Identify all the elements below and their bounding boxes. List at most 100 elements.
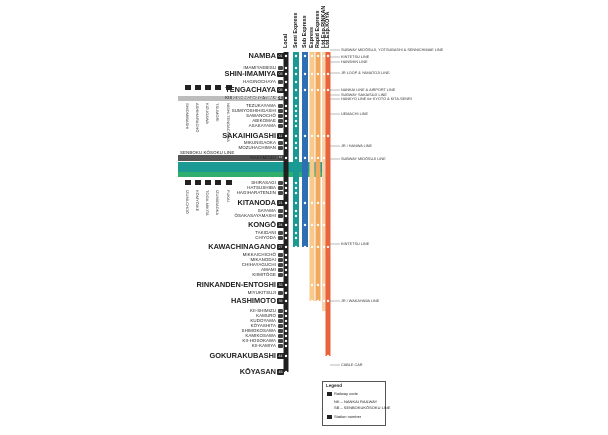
stop-dot-0-41 — [284, 354, 288, 358]
station-number-box — [278, 119, 283, 123]
station-number-box: 45 — [277, 369, 284, 375]
station-name: KISHINOSATO-TAMADE — [225, 95, 276, 100]
connection-label: KINTETSU LINE — [341, 241, 370, 246]
service-line-4 — [315, 52, 321, 301]
station-name: NAMBA — [248, 51, 276, 60]
stop-dot-0-2 — [284, 72, 288, 76]
station-number-box — [278, 146, 283, 150]
stop-dot-1-24 — [294, 245, 298, 249]
connection-label: SUBWAY SAKAISUJI LINE — [341, 92, 387, 97]
station-number-box: 35 — [277, 298, 284, 304]
stop-dot-0-1 — [284, 66, 288, 70]
stop-dot-2-11 — [303, 134, 307, 138]
stop-dot-3-11 — [310, 134, 314, 138]
branch-lower-number-0 — [185, 180, 191, 185]
station-name: MIKANODAI — [250, 257, 276, 262]
stop-dot-0-34 — [284, 314, 288, 318]
stop-dot-5-11 — [322, 134, 326, 138]
station-name: ABIKOMAE — [252, 118, 276, 123]
station-name: HATSUSHIBA — [247, 185, 276, 190]
stop-dot-4-14 — [316, 156, 320, 160]
legend-station-number: Station number — [327, 414, 361, 419]
stop-dot-0-0 — [284, 54, 288, 58]
branch-upper-station: ASHIHARACHŌ — [195, 103, 200, 133]
station-number-box — [278, 236, 283, 240]
stop-dot-0-19 — [284, 209, 288, 213]
stop-dot-1-21 — [294, 223, 298, 227]
stop-dot-4-18 — [316, 201, 320, 205]
branch-lower-station: TOGA-MIKITA — [205, 190, 210, 216]
station-number-box — [278, 191, 283, 195]
station-name: TAKIDANI — [255, 230, 276, 235]
station-number-box — [278, 104, 283, 108]
station-number-box — [278, 319, 283, 323]
stop-dot-1-13 — [294, 146, 298, 150]
station-number-box — [278, 263, 283, 267]
branch-upper-number-0 — [185, 85, 191, 90]
station-number-box — [278, 309, 283, 313]
station-number-box — [278, 231, 283, 235]
stop-dot-0-6 — [284, 104, 288, 108]
station-number-box — [278, 334, 283, 338]
station-name: KII-HOSOKAWA — [242, 338, 276, 343]
station-number-box: 33 — [277, 282, 284, 288]
stop-dot-0-26 — [284, 258, 288, 262]
station-name: GOKURAKUBASHI — [209, 351, 276, 360]
station-name: SAWANOCHŌ — [246, 113, 276, 118]
senboku-band-teal — [178, 162, 328, 172]
station-number-box — [278, 114, 283, 118]
connection-label: CABLE CAR — [341, 362, 363, 367]
station-name: KAMIKOSAWA — [245, 333, 276, 338]
legend-title: Legend — [326, 383, 343, 388]
legend-senboku: SB – SENBOKUKŌSOKU LINE — [334, 405, 391, 410]
service-line-5 — [322, 52, 326, 311]
stop-dot-5-18 — [322, 201, 326, 205]
station-number-box — [278, 324, 283, 328]
railway-code-icon — [327, 391, 332, 396]
stop-dot-1-10 — [294, 124, 298, 128]
branch-upper-station: SHIOMIBASHI — [185, 103, 190, 130]
branch-lower-station: IZUMI-CHŪŌ — [185, 190, 190, 214]
stop-dot-2-24 — [303, 245, 307, 249]
stop-dot-0-16 — [284, 186, 288, 190]
station-number-box — [278, 314, 283, 318]
station-number-icon — [327, 414, 332, 419]
branch-upper-number-2 — [205, 85, 211, 90]
service-label: Ltd.Exp.KŌYA — [325, 11, 331, 48]
station-name: KIIMITŌGE — [252, 272, 276, 277]
stop-dot-0-36 — [284, 324, 288, 328]
station-number-box: 05 — [277, 87, 284, 93]
station-number-box — [278, 66, 283, 70]
station-name: NAKAMOZU — [250, 155, 276, 160]
station-name: KII-SHIMIZU — [250, 308, 276, 313]
station-number-box: 44 — [277, 353, 284, 359]
stop-dot-4-4 — [316, 88, 320, 92]
station-name: MOZUHACHIMAN — [238, 145, 276, 150]
stop-dot-1-17 — [294, 191, 298, 195]
branch-upper-station: TSUMORI — [215, 103, 220, 122]
branch-lower-number-2 — [205, 180, 211, 185]
stop-dot-0-40 — [284, 344, 288, 348]
station-name: IMAMIYAEBISU — [243, 65, 276, 70]
stop-dot-0-23 — [284, 236, 288, 240]
stop-dot-1-23 — [294, 236, 298, 240]
station-name: KŌYASAN — [239, 367, 276, 376]
stop-dot-1-2 — [294, 72, 298, 76]
stop-dot-5-4 — [322, 88, 326, 92]
stop-dot-0-10 — [284, 124, 288, 128]
stop-dot-4-2 — [316, 72, 320, 76]
branch-lower-station: KŌMYŌIKE — [195, 190, 200, 212]
stop-dot-1-7 — [294, 109, 298, 113]
station-name: ŌSAKASAYAMASHI — [234, 213, 276, 218]
service-line-3 — [309, 52, 315, 301]
station-name: ASAKAYAMA — [248, 123, 276, 128]
station-name: KITANODA — [237, 198, 276, 207]
stop-dot-1-5 — [294, 96, 298, 100]
branch-upper-station: KIZUGAWA — [205, 103, 210, 125]
connection-label: UEMACHI LINE — [341, 111, 369, 116]
stop-dot-0-31 — [284, 291, 288, 295]
stop-dot-0-35 — [284, 319, 288, 323]
station-number-box — [278, 186, 283, 190]
connection-label: SUBWAY MIDŌSUJI, YOTSUBASHI & SENNICHIMA… — [341, 47, 444, 52]
